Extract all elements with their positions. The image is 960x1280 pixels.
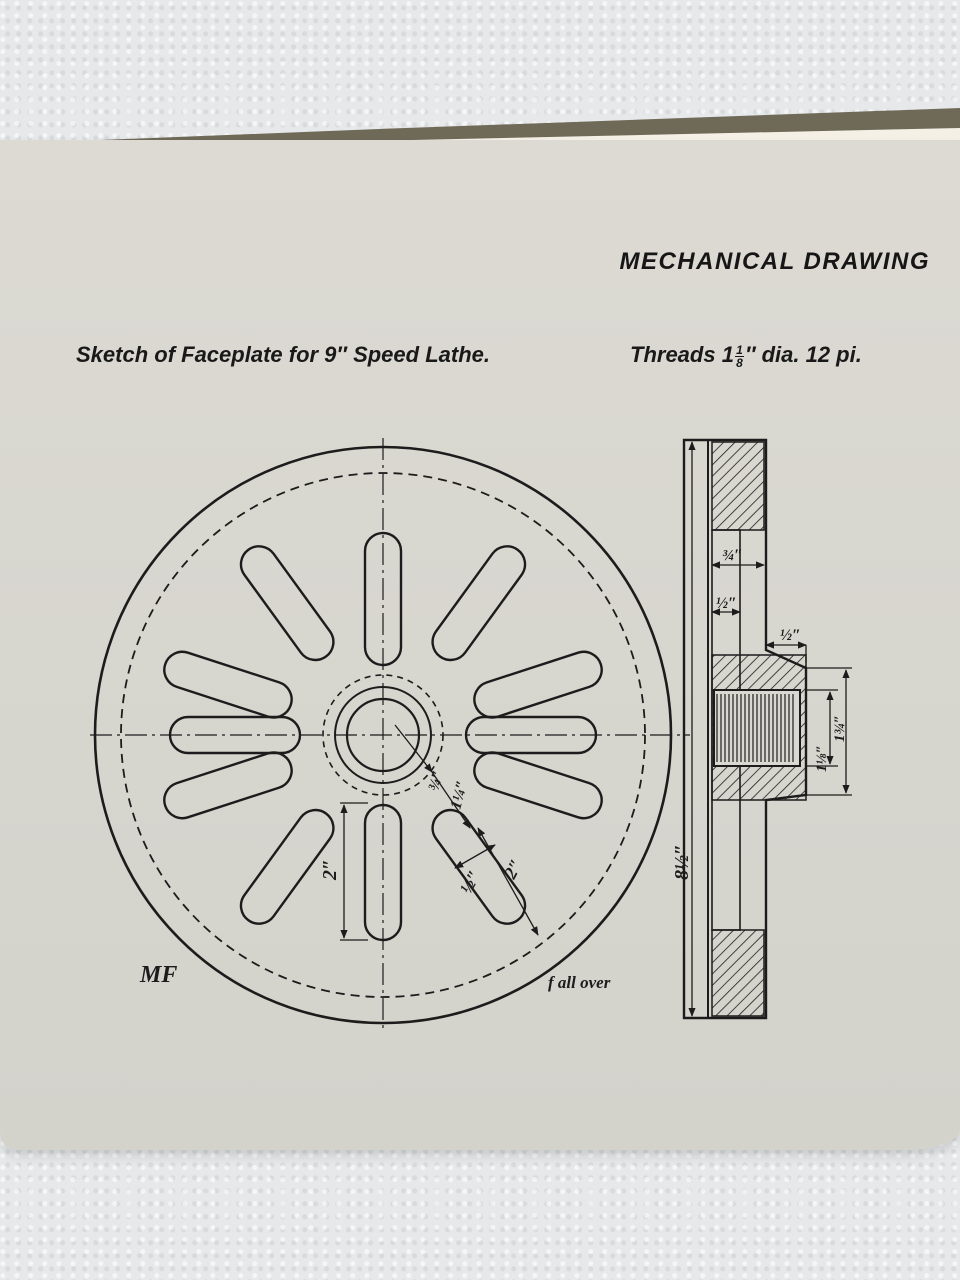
- rim-width-label: ¾″: [722, 547, 743, 564]
- hub-dia-label: 1¾″: [832, 715, 848, 742]
- slot: [473, 650, 603, 719]
- radius-leaders: [394, 724, 471, 829]
- hub-dashed-circle: [322, 674, 444, 796]
- slot: [473, 751, 603, 820]
- slot-length-label: 2″: [319, 859, 341, 881]
- slot-length-dimension: [340, 802, 368, 941]
- bore-radius-label: ¾″: [425, 769, 447, 794]
- hub-outer-circle: [334, 686, 432, 784]
- drawing-title: Sketch of Faceplate for 9″ Speed Lathe.: [76, 342, 490, 367]
- fraction-numerator: 1: [736, 342, 743, 357]
- slot: [239, 545, 335, 662]
- overall-dia-label: 8½″: [671, 844, 693, 880]
- web-thickness-label: ½″: [716, 595, 737, 612]
- section-view: [682, 438, 852, 1020]
- rim-hatch-top: [711, 441, 765, 531]
- monogram: MF: [139, 962, 177, 988]
- hub-radius-label: 1¼″: [447, 779, 471, 811]
- front-view: [90, 438, 690, 1028]
- slot: [363, 531, 403, 667]
- thread-lines: [716, 694, 796, 762]
- slot: [431, 545, 527, 662]
- slot: [168, 715, 302, 755]
- running-head: MECHANICAL DRAWING: [619, 248, 930, 275]
- thread-spec-prefix: Threads 1: [630, 342, 734, 367]
- thread-dia-label: 1⅛″: [814, 745, 830, 772]
- slot: [239, 808, 335, 925]
- slot: [363, 803, 403, 942]
- bore-circle: [345, 697, 421, 773]
- slot: [163, 650, 293, 719]
- fraction-denominator: 8: [736, 355, 743, 370]
- section-dimensions: [688, 441, 852, 1017]
- angled-slot-dimension: [454, 827, 539, 936]
- rim-hatch-bottom: [711, 929, 765, 1017]
- slot: [163, 751, 293, 820]
- hub-projection-label: ½″: [780, 627, 801, 644]
- slot-ring: [163, 531, 603, 942]
- slot: [464, 715, 598, 755]
- slot-depth-label: 2″: [499, 856, 526, 883]
- finish-note: f all over: [548, 973, 611, 992]
- thread-spec-suffix: ″ dia. 12 pi.: [744, 342, 862, 367]
